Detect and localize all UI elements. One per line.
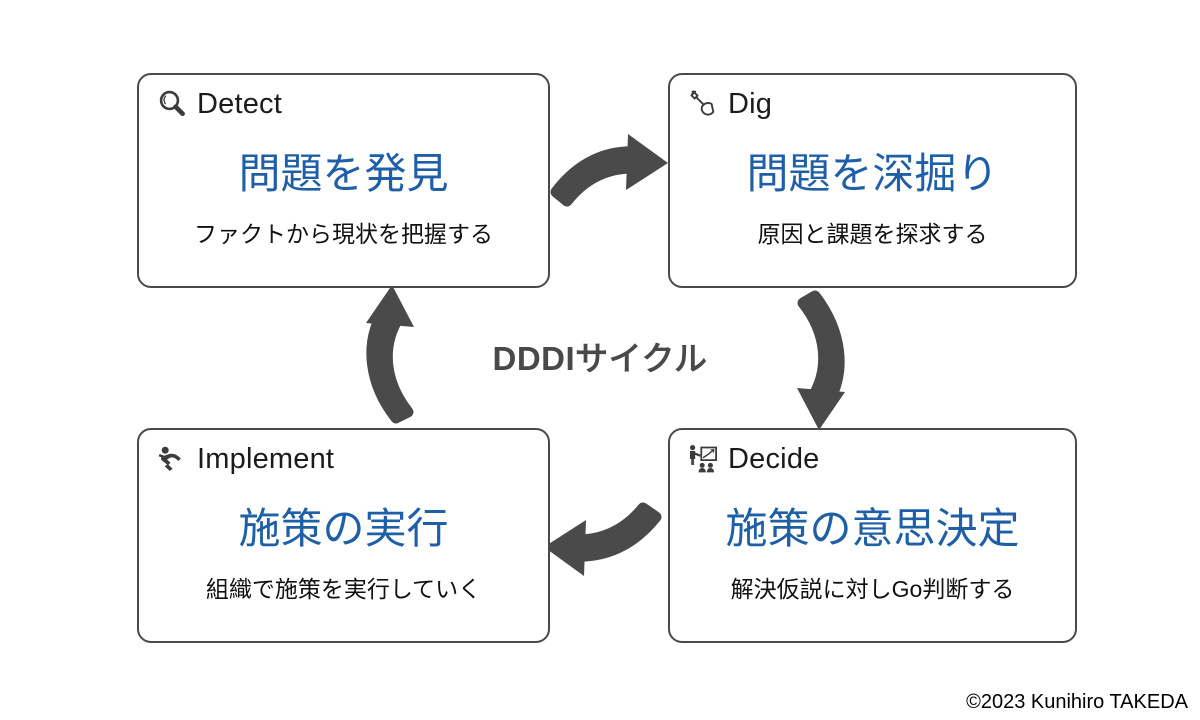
node-decide[interactable]: Decide 施策の意思決定 解決仮説に対しGo判断する: [668, 428, 1077, 643]
arrow-decide-to-implement: [544, 502, 662, 576]
node-decide-en-label: Decide: [728, 442, 820, 475]
node-decide-subtitle: 解決仮説に対しGo判断する: [730, 576, 1015, 602]
cycle-label: DDDIサイクル: [492, 340, 708, 377]
node-detect-title: 問題を発見: [238, 150, 449, 197]
node-implement-header: Implement: [155, 442, 334, 476]
node-implement-subtitle: 組織で施策を実行していく: [205, 576, 482, 602]
node-detect[interactable]: Detect 問題を発見 ファクトから現状を把握する: [137, 73, 550, 288]
shovel-icon: [686, 87, 720, 121]
node-dig[interactable]: Dig 問題を深掘り 原因と課題を探求する: [668, 73, 1077, 288]
node-detect-en-label: Detect: [197, 87, 283, 120]
node-implement-en-label: Implement: [197, 442, 335, 475]
node-detect-header: Detect: [155, 87, 282, 121]
node-implement-title: 施策の実行: [238, 505, 449, 552]
node-detect-subtitle: ファクトから現状を把握する: [194, 221, 493, 247]
node-dig-header: Dig: [686, 87, 772, 121]
running-person-icon: [155, 442, 189, 476]
node-dig-title: 問題を深掘り: [746, 150, 999, 197]
node-decide-header: Decide: [686, 442, 819, 476]
magnifier-icon: [155, 87, 189, 121]
node-decide-title: 施策の意思決定: [725, 505, 1020, 552]
node-dig-en-label: Dig: [728, 87, 773, 120]
copyright-notice: ©2023 Kunihiro TAKEDA: [966, 691, 1188, 713]
presenter-chart-icon: [686, 442, 720, 476]
node-implement[interactable]: Implement 施策の実行 組織で施策を実行していく: [137, 428, 550, 643]
arrow-detect-to-dig: [550, 134, 668, 207]
node-dig-subtitle: 原因と課題を探求する: [757, 221, 988, 247]
